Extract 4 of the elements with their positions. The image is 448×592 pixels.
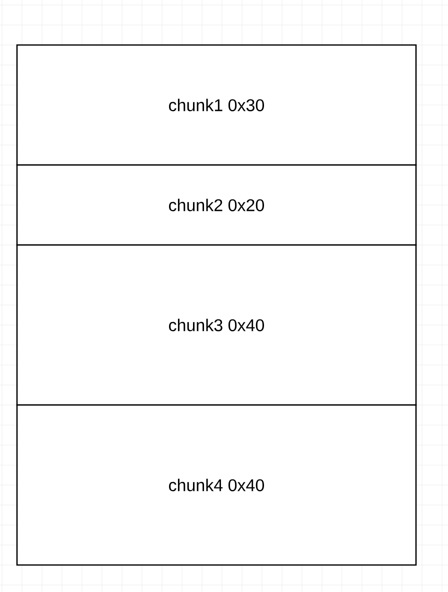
chunk-box: chunk1 0x30 <box>16 44 417 166</box>
chunk-box: chunk4 0x40 <box>16 404 417 566</box>
chunk-box: chunk3 0x40 <box>16 244 417 406</box>
chunk-box: chunk2 0x20 <box>16 164 417 246</box>
